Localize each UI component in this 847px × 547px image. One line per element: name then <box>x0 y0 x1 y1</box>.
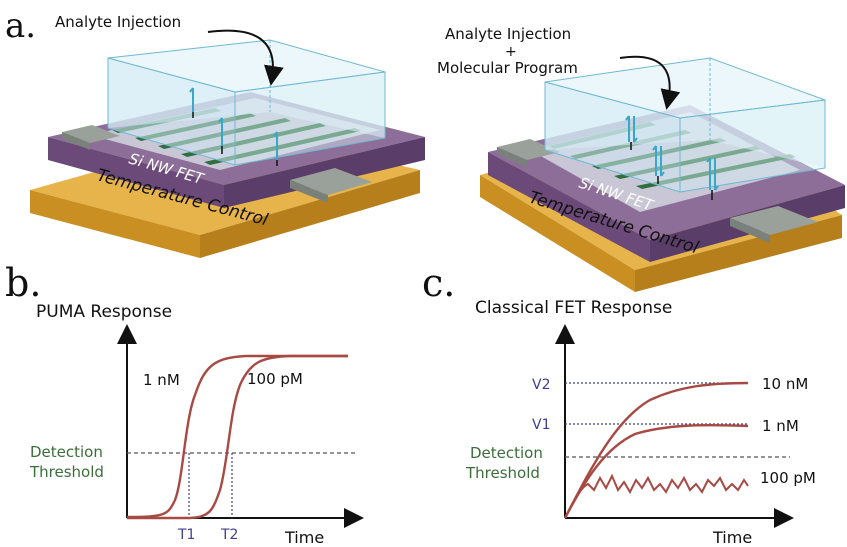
panel-b-tick-T2: T2 <box>220 527 238 543</box>
right-chip-front <box>488 152 650 262</box>
panel-b-curve-100pM <box>127 354 348 520</box>
panel-a-letter: a. <box>5 6 36 46</box>
probe-icon <box>273 131 278 160</box>
right-electrode-left-side <box>497 147 527 167</box>
injection-arrow-icon <box>207 29 284 86</box>
probe-icon <box>189 87 194 112</box>
panel-a-left-device: Analyte Injection Si NW FET Temperature … <box>30 13 425 258</box>
panel-c-label-1nM: 1 nM <box>762 417 799 435</box>
panel-b-title: PUMA Response <box>36 302 172 322</box>
right-injection-label-line2: Molecular Program <box>437 59 578 77</box>
panel-b-threshold-label-1: Detection <box>30 443 103 461</box>
left-electrode-right-side <box>290 180 328 203</box>
left-electrode-left-side <box>62 132 90 150</box>
panel-c-title: Classical FET Response <box>475 298 672 318</box>
left-electrode-left <box>62 125 120 143</box>
right-fluid-cell <box>544 57 826 193</box>
left-base-side <box>200 170 420 258</box>
panel-b-curve-1nM <box>126 354 348 519</box>
left-probes <box>189 87 278 160</box>
panel-b-tick-T1: T1 <box>177 527 195 543</box>
panel-c-label-100pM: 100 pM <box>760 469 816 487</box>
right-cell-right <box>679 99 826 193</box>
left-injection-label: Analyte Injection <box>55 13 181 31</box>
panel-a-right-device: Analyte Injection + Molecular Program Si… <box>437 25 845 292</box>
panel-b-label-1nM: 1 nM <box>143 371 180 389</box>
panel-b: b. PUMA Response 1 nM 100 pM Detection T… <box>5 261 364 547</box>
panel-b-threshold-label-2: Threshold <box>29 463 104 481</box>
right-injection-label-plus: + <box>505 44 517 60</box>
nanowire <box>204 128 361 165</box>
right-injection-label-line1: Analyte Injection <box>445 25 571 43</box>
panel-c-label-10nM: 10 nM <box>762 375 808 393</box>
left-chip-front <box>48 137 224 208</box>
panel-c-xlabel: Time <box>712 528 752 547</box>
panel-c-tick-V1: V1 <box>532 417 550 433</box>
double-probe-icon <box>625 115 638 143</box>
right-electrode-right <box>730 206 818 235</box>
panel-c-curve-100pM <box>564 473 749 519</box>
panel-b-label-100pM: 100 pM <box>247 370 303 388</box>
right-base-side <box>635 215 842 292</box>
panel-c-letter: c. <box>422 261 455 305</box>
panel-c-tick-V2: V2 <box>532 377 550 393</box>
panel-c: c. Classical FET Response 10 nM 1 nM 100… <box>422 261 816 547</box>
panel-b-xlabel: Time <box>284 528 324 547</box>
panel-c-curve-1nM <box>563 423 749 519</box>
panel-b-letter: b. <box>5 261 41 305</box>
right-electrode-right-side <box>730 218 770 243</box>
panel-c-curve-10nM <box>563 381 749 519</box>
panel-c-threshold-label-2: Threshold <box>465 464 540 482</box>
right-electrode-left <box>497 139 560 160</box>
probe-icon <box>218 117 223 146</box>
panel-c-threshold-label-1: Detection <box>470 444 543 462</box>
left-fluid-cell <box>107 39 386 166</box>
right-base-front <box>480 175 635 292</box>
left-cell-right <box>234 71 386 166</box>
injection-arrow-icon <box>619 55 681 110</box>
left-electrode-right <box>290 168 372 195</box>
right-probes <box>625 115 719 191</box>
double-probe-icon <box>652 145 665 177</box>
double-probe-icon <box>706 157 719 191</box>
left-base-front <box>30 190 200 258</box>
